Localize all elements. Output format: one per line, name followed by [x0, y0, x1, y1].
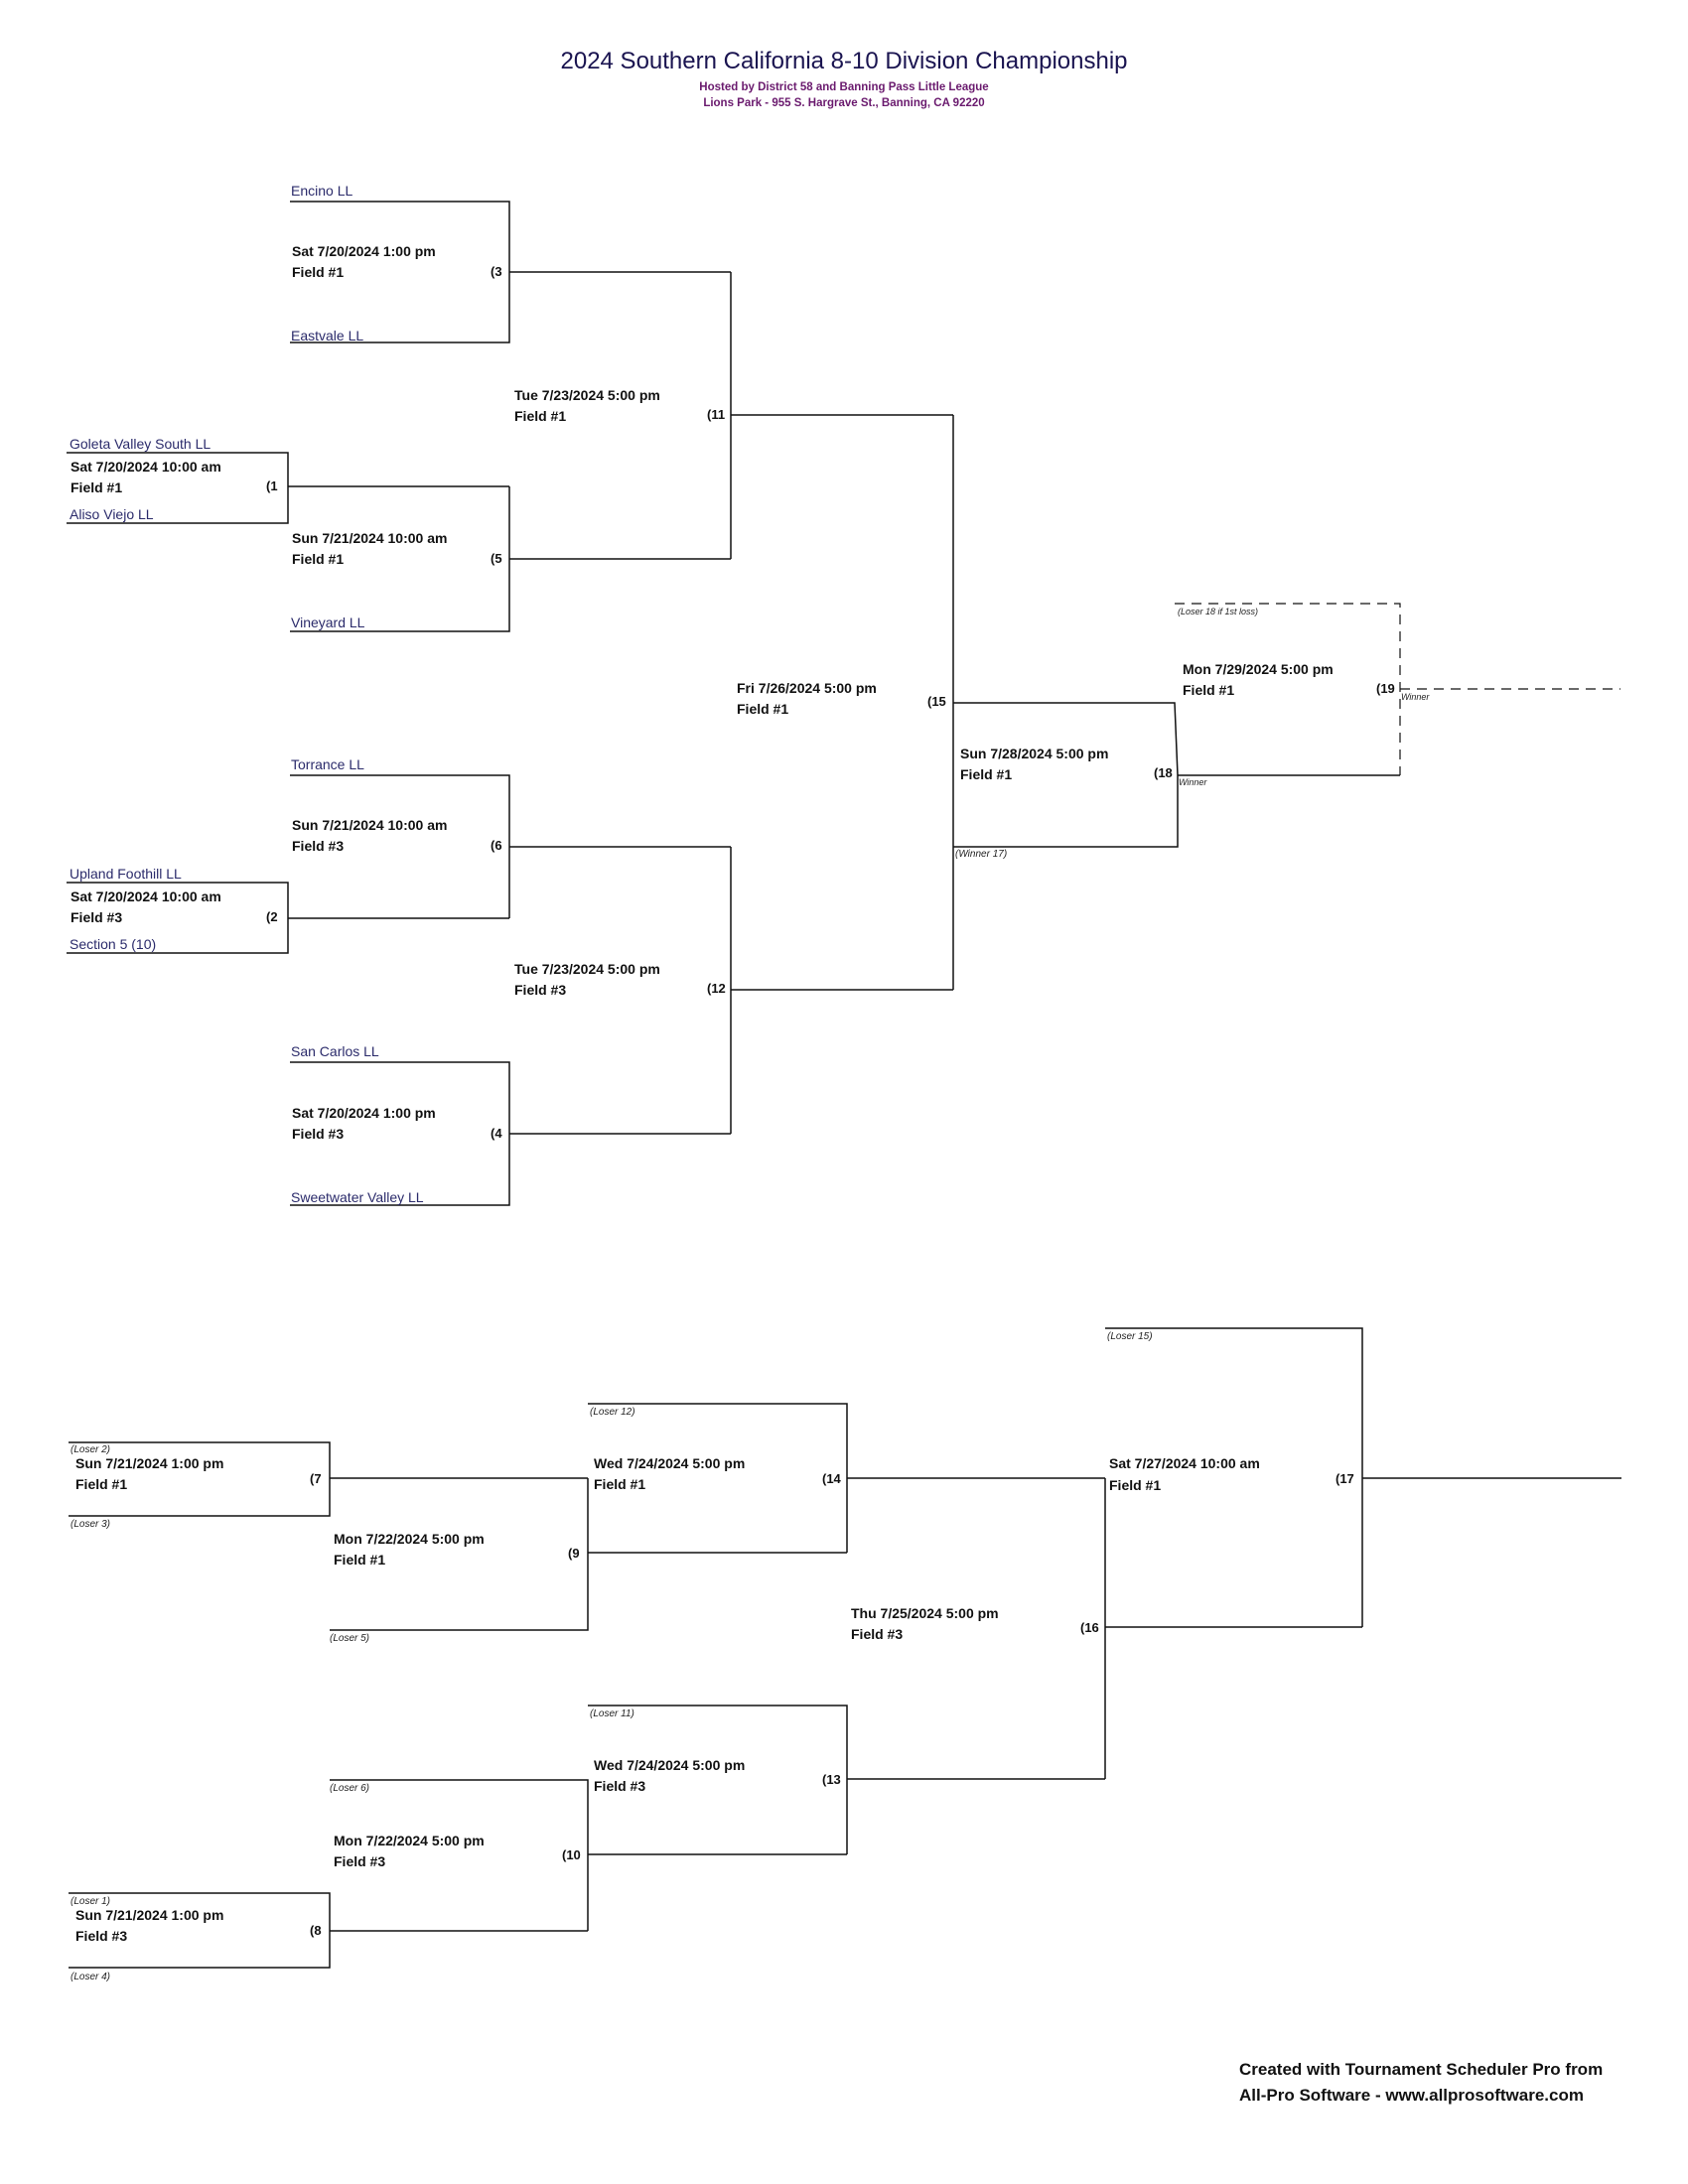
- game-14-note-loser-12: (Loser 12): [590, 1407, 635, 1418]
- game-2-field: Field #3: [70, 909, 123, 925]
- game-19-number: (19: [1376, 681, 1395, 696]
- game-18-note-winner-17: (Winner 17): [955, 849, 1008, 860]
- game-6-time: Sun 7/21/2024 10:00 am: [292, 817, 448, 833]
- game-2-time: Sat 7/20/2024 10:00 am: [70, 888, 221, 904]
- game-6-field: Field #3: [292, 838, 345, 854]
- team-torrance: Torrance LL: [291, 756, 364, 772]
- game-13-bracket: [588, 1705, 848, 1854]
- game-2-number: (2: [266, 909, 278, 924]
- game-14-number: (14: [822, 1471, 841, 1486]
- game-11-time: Tue 7/23/2024 5:00 pm: [514, 387, 660, 403]
- game-3-time: Sat 7/20/2024 1:00 pm: [292, 243, 436, 259]
- game-8-number: (8: [310, 1923, 322, 1938]
- game-7-time: Sun 7/21/2024 1:00 pm: [75, 1455, 224, 1471]
- footer-credit-line-2: All-Pro Software - www.allprosoftware.co…: [1239, 2086, 1584, 2105]
- game-10-bracket: [330, 1779, 589, 1931]
- game-9-field: Field #1: [334, 1552, 386, 1568]
- team-sweetwater-valley: Sweetwater Valley LL: [291, 1189, 424, 1205]
- game-8-note-loser-4: (Loser 4): [70, 1972, 111, 1982]
- game-16-field: Field #3: [851, 1626, 904, 1642]
- game-5-field: Field #1: [292, 551, 345, 567]
- game-19-time: Mon 7/29/2024 5:00 pm: [1183, 661, 1334, 677]
- team-vineyard: Vineyard LL: [291, 614, 365, 630]
- game-9-note-loser-5: (Loser 5): [330, 1633, 370, 1644]
- game-1-time: Sat 7/20/2024 10:00 am: [70, 459, 221, 475]
- game-13-number: (13: [822, 1772, 841, 1787]
- game-19-note-loser-18: (Loser 18 if 1st loss): [1178, 607, 1259, 616]
- game-18-number: (18: [1154, 765, 1173, 780]
- footer-credit-line-1: Created with Tournament Scheduler Pro fr…: [1239, 2060, 1604, 2079]
- game-8-time: Sun 7/21/2024 1:00 pm: [75, 1907, 224, 1923]
- game-12-number: (12: [707, 981, 726, 996]
- game-7-field: Field #1: [75, 1476, 128, 1492]
- game-18-winner-note: Winner: [1179, 777, 1207, 787]
- team-encino: Encino LL: [291, 183, 353, 199]
- game-11-field: Field #1: [514, 408, 567, 424]
- game-14-bracket: [588, 1403, 848, 1553]
- team-goleta-valley-south: Goleta Valley South LL: [70, 436, 211, 452]
- game-10-note-loser-6: (Loser 6): [330, 1783, 370, 1794]
- game-17-number: (17: [1336, 1471, 1354, 1486]
- game-1-field: Field #1: [70, 479, 123, 495]
- game-10-number: (10: [562, 1847, 581, 1862]
- game-16-time: Thu 7/25/2024 5:00 pm: [851, 1605, 999, 1621]
- game-5-number: (5: [491, 551, 502, 566]
- game-13-time: Wed 7/24/2024 5:00 pm: [594, 1757, 746, 1773]
- game-13-note-loser-11: (Loser 11): [590, 1708, 634, 1719]
- venue-subtitle: Lions Park - 955 S. Hargrave St., Bannin…: [703, 97, 985, 109]
- game-19-field: Field #1: [1183, 682, 1235, 698]
- team-section-5: Section 5 (10): [70, 936, 157, 952]
- game-9-bracket: [330, 1478, 589, 1631]
- game-11-number: (11: [707, 407, 726, 422]
- team-aliso-viejo: Aliso Viejo LL: [70, 506, 154, 522]
- game-7-number: (7: [310, 1471, 322, 1486]
- game-9-number: (9: [568, 1546, 580, 1561]
- game-7-note-loser-2: (Loser 2): [70, 1444, 111, 1455]
- game-4-time: Sat 7/20/2024 1:00 pm: [292, 1105, 436, 1121]
- game-13-field: Field #3: [594, 1778, 646, 1794]
- game-5-time: Sun 7/21/2024 10:00 am: [292, 530, 448, 546]
- game-7-bracket: [69, 1441, 331, 1517]
- game-15-time: Fri 7/26/2024 5:00 pm: [737, 680, 877, 696]
- team-upland-foothill: Upland Foothill LL: [70, 866, 182, 882]
- game-10-time: Mon 7/22/2024 5:00 pm: [334, 1833, 485, 1848]
- game-19-bracket: [1175, 603, 1401, 775]
- page-title: 2024 Southern California 8-10 Division C…: [560, 48, 1128, 74]
- game-3-number: (3: [491, 264, 502, 279]
- game-15-field: Field #1: [737, 701, 789, 717]
- host-subtitle: Hosted by District 58 and Banning Pass L…: [699, 81, 989, 93]
- team-eastvale: Eastvale LL: [291, 328, 364, 343]
- game-10-field: Field #3: [334, 1853, 386, 1869]
- game-17-note-loser-15: (Loser 15): [1107, 1331, 1153, 1342]
- game-8-note-loser-1: (Loser 1): [70, 1896, 111, 1907]
- game-14-field: Field #1: [594, 1476, 646, 1492]
- game-6-bracket: [290, 774, 510, 918]
- game-4-number: (4: [491, 1126, 502, 1141]
- game-17-time: Sat 7/27/2024 10:00 am: [1109, 1455, 1260, 1471]
- game-17-field: Field #1: [1109, 1477, 1162, 1493]
- game-15-number: (15: [927, 694, 946, 709]
- game-7-note-loser-3: (Loser 3): [70, 1519, 111, 1530]
- game-18-field: Field #1: [960, 766, 1013, 782]
- game-3-field: Field #1: [292, 264, 345, 280]
- game-6-number: (6: [491, 838, 502, 853]
- game-5-bracket: [290, 486, 510, 632]
- game-16-number: (16: [1080, 1620, 1099, 1635]
- game-1-bracket: [67, 452, 289, 524]
- game-12-field: Field #3: [514, 982, 567, 998]
- game-19-winner-note: Winner: [1401, 692, 1430, 702]
- game-18-time: Sun 7/28/2024 5:00 pm: [960, 746, 1109, 761]
- team-san-carlos: San Carlos LL: [291, 1043, 379, 1059]
- game-4-field: Field #3: [292, 1126, 345, 1142]
- game-1-number: (1: [266, 478, 278, 493]
- game-9-time: Mon 7/22/2024 5:00 pm: [334, 1531, 485, 1547]
- game-12-time: Tue 7/23/2024 5:00 pm: [514, 961, 660, 977]
- game-17-bracket: [1105, 1327, 1363, 1627]
- game-8-field: Field #3: [75, 1928, 128, 1944]
- game-14-time: Wed 7/24/2024 5:00 pm: [594, 1455, 746, 1471]
